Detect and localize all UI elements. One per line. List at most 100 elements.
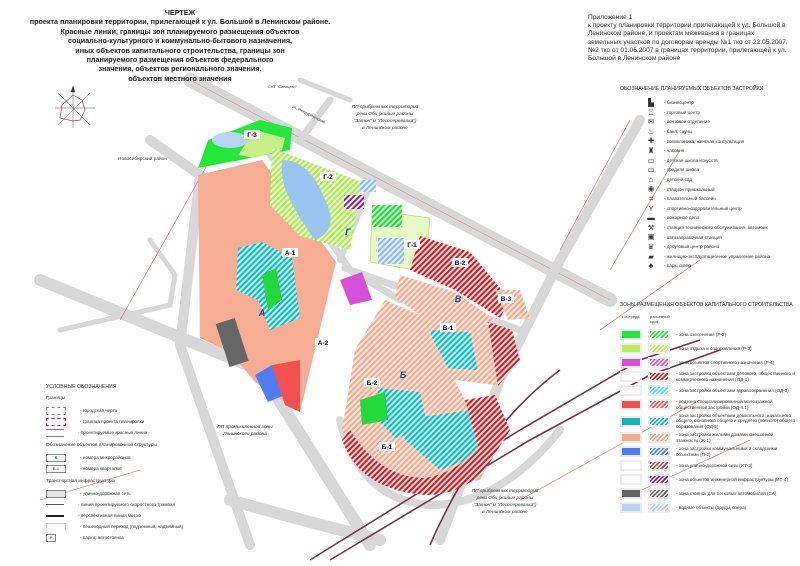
district-label-g: Г: [345, 227, 351, 237]
zone-legend-item: - зона отдыха и оздоровления (Р-3): [620, 343, 796, 354]
pp-south-line3: "Затон" и "Лесоперевалка"): [474, 502, 537, 508]
object-legend-item: ▰- жилищно-эксплуатационное управление р…: [620, 252, 770, 262]
structure-heading: Обозначение объектов планировочной струк…: [46, 443, 157, 448]
zone-a-parking: [215, 317, 249, 367]
zone-swatch-final: [648, 446, 670, 458]
zone-swatch-final: [648, 343, 670, 354]
zone-legend-item: - зона застройки коммунальными и складск…: [620, 446, 796, 458]
plan-border-swatch: [46, 417, 66, 426]
block-label-g2: Г-2: [320, 172, 336, 181]
object-legend-item: ▭- средняя школа: [620, 165, 770, 175]
zones-col-final: расчетный срок: [650, 314, 670, 324]
title-line: социально-культурного и коммунально-быто…: [67, 36, 293, 46]
kindergarten-icon: ⌂: [648, 174, 654, 184]
zone-swatch-first-stage: [620, 502, 642, 514]
zone-b1-education: [400, 410, 480, 470]
zone-a1-green: [262, 268, 282, 310]
fire-station-icon: ▬: [647, 213, 655, 223]
zone-swatch-final: [648, 399, 670, 410]
zone-legend-item: - зона застройки объектами делового, общ…: [620, 371, 796, 382]
parking-icon: P: [46, 533, 56, 542]
metro-line-icon: [46, 514, 64, 517]
block-label-b2: Б-2: [364, 378, 380, 387]
district-label-b: Б: [400, 370, 407, 380]
district-label-v: В: [455, 294, 462, 304]
zone-v-office: [410, 236, 510, 318]
art-school-icon: ▭: [647, 155, 655, 165]
legend-metro: - перспективная линия метро: [46, 510, 216, 521]
zone-swatch-final: [648, 357, 670, 368]
car-service-icon: ⚒: [647, 222, 655, 232]
zone-legend-item: - зона озеленения (Р-2): [620, 329, 796, 340]
pp-south-line2: реки Оби (жилые районы: [476, 494, 534, 501]
pp-north-line4: в Ленинском районе: [362, 124, 408, 131]
borders-heading: Границы: [46, 396, 66, 401]
block-label-g3: Г-3: [244, 130, 260, 139]
sport-center-icon: Y: [648, 203, 654, 213]
zone-legend-item: - зона объектов спортивного назначения (…: [620, 357, 796, 368]
zone-swatch-first-stage: [620, 371, 642, 382]
district-novosibirsk: Новосибирский район: [118, 155, 167, 162]
object-legend-item: ♜- часовня: [620, 146, 770, 156]
pp-industrial-line2: Ленинского района: [222, 430, 267, 437]
object-legend-item: ⌂- детский сад: [620, 175, 770, 185]
zone-b-office-right: [465, 395, 510, 470]
object-legend-item: ⚒- станция технического обслуживания, ав…: [620, 223, 770, 233]
zone-v-residential: [395, 275, 495, 330]
title-line: иных объектов капитального строительства…: [75, 45, 285, 55]
zones-legend: ЗОНЫ РАЗМЕЩЕНИЯ ОБЪЕКТОВ КАПИТАЛЬНОГО СТ…: [620, 302, 796, 516]
zone-swatch-first-stage: [620, 446, 642, 458]
block-label-a1: А-1: [282, 248, 298, 257]
conventions-legend: УСЛОВНЫЕ ОБОЗНАЧЕНИЯ Границы - городская…: [46, 384, 216, 543]
zone-legend-item: - водные объекты (пруды, озера): [620, 502, 796, 514]
appendix-note: Приложение 1 к проекту планировки террит…: [588, 14, 788, 63]
red-lines: [39, 119, 751, 501]
zone-a-office: [272, 360, 300, 412]
title-line: проекта планировки территории, прилегающ…: [29, 17, 331, 27]
svg-text:В-1: В-1: [443, 325, 454, 332]
pp-south-line1: ПП прибрежных территорий: [472, 487, 539, 494]
legend-microdistrict: Б- номера микрорайонов: [46, 452, 216, 463]
map-text-labels: Новосибирский район СНТ "Синицево" ул. М…: [118, 85, 539, 515]
zone-legend-item: - зона стоянок для легковых автомобилей …: [620, 488, 796, 500]
zone-legend-item: - зона застройки жилыми домами смешанной…: [620, 432, 796, 444]
block-label-v2: В-2: [452, 258, 468, 267]
object-legend-item: ▭- детская школа искусств: [620, 156, 770, 166]
object-legend-item: Y- спортивно-оздоровительный центр: [620, 204, 770, 214]
pp-south-line4: в Ленинском районе: [482, 508, 528, 515]
zone-swatch-first-stage: [620, 488, 642, 500]
object-legend-item: ▙- бизнесцентр: [620, 98, 770, 108]
city-border-swatch: [46, 406, 66, 415]
zone-g1-green: [372, 205, 402, 227]
block-label-a2: А-2: [315, 338, 331, 347]
zone-swatch-first-stage: [620, 399, 642, 410]
microdistrict-sample: Б: [46, 453, 66, 462]
zone-swatch-final: [648, 385, 670, 396]
title-line: планируемого размещения объектов федерал…: [86, 55, 274, 65]
zone-v1-office: [488, 322, 520, 386]
zones-col-first-stage: I очередь: [622, 314, 640, 319]
zone-swatch-first-stage: [620, 474, 642, 486]
object-legend-item: ≈- плавательный бассейн: [620, 194, 770, 204]
zone-swatch-final: [648, 432, 670, 444]
svg-text:Г-1: Г-1: [407, 242, 417, 249]
block-label-g1: Г-1: [404, 240, 420, 249]
bathhouse-icon: ♨: [647, 126, 655, 136]
drawing-title: ЧЕРТЕЖ проекта планировки территории, пр…: [20, 8, 340, 83]
svg-text:Г-2: Г-2: [323, 174, 333, 181]
housing-office-icon: ▰: [648, 251, 654, 261]
svg-text:Г-3: Г-3: [247, 132, 257, 139]
object-legend-item: ◉- стадион пришкольный: [620, 184, 770, 194]
chapel-icon: ♜: [647, 145, 655, 155]
business-center-icon: ▙: [648, 98, 654, 107]
object-legend-item: ♨- баня, сауны: [620, 127, 770, 137]
pp-industrial-line1: ПП промышленной зоны: [217, 423, 273, 430]
red-lines-swatch: [46, 428, 64, 437]
zones-legend-heading: ЗОНЫ РАЗМЕЩЕНИЯ ОБЪЕКТОВ КАПИТАЛЬНОГО СТ…: [620, 302, 793, 308]
svg-text:А-1: А-1: [285, 250, 296, 257]
park-icon: ♣: [648, 261, 654, 271]
roads-swatch: [46, 489, 66, 498]
zone-sport: [340, 272, 372, 305]
zone-legend-item: - зона улично-дорожной сети (ИТ-3): [620, 460, 796, 472]
